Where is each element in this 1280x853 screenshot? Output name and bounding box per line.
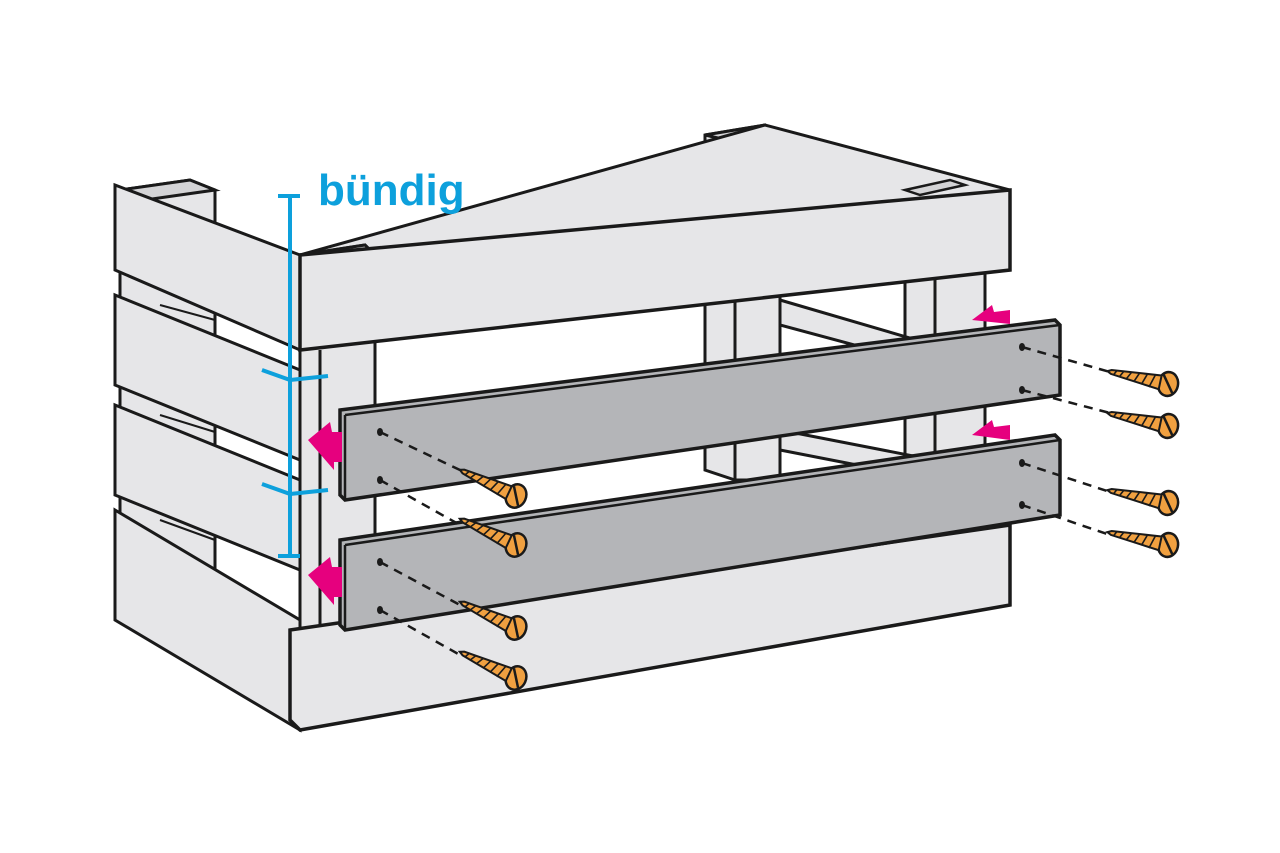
flush-marker-icon [261,194,329,558]
new-slat-lower [338,433,1062,632]
screw-icon [1103,400,1182,442]
direction-arrow-icon [308,557,342,605]
screw-icon [1103,477,1182,519]
direction-arrow-icon [972,305,1010,324]
screw-icon [1103,358,1182,400]
new-slat-upper [338,318,1062,502]
direction-arrow-icon [308,422,342,470]
flush-label: bündig [318,166,465,215]
front-top-board [298,188,1012,352]
left-end-panel [113,178,302,733]
direction-arrow-icon [972,420,1010,440]
screw-icon [1103,519,1182,561]
